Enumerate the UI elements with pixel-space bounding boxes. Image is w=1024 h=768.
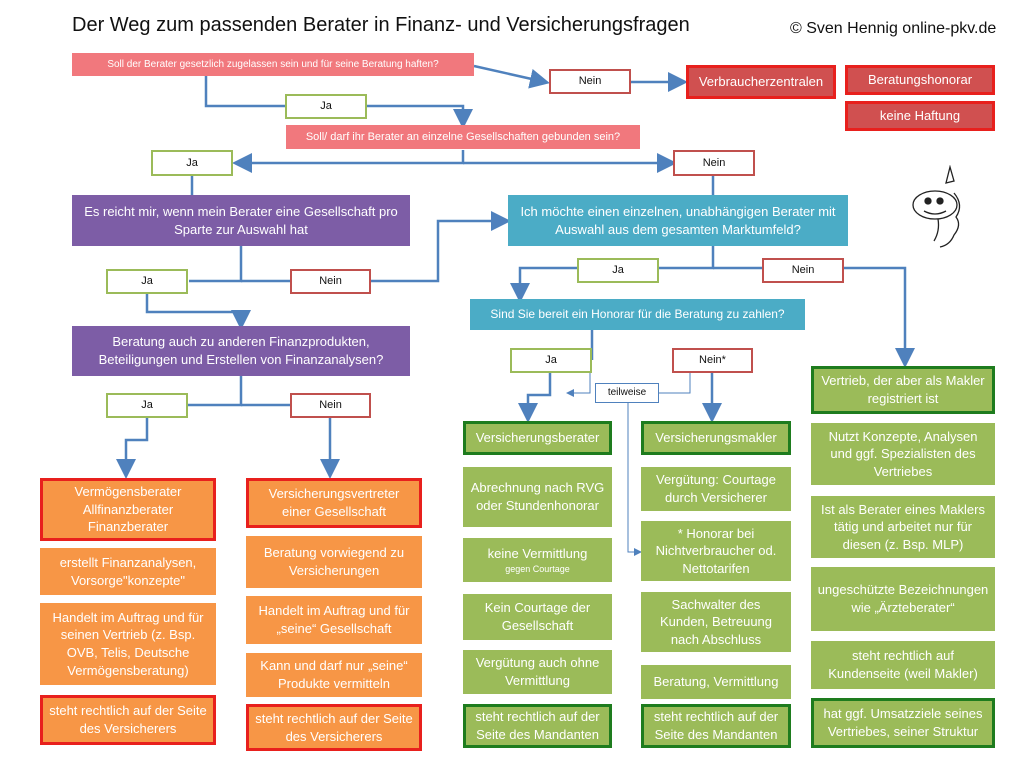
arrow-ja-col1 <box>116 418 149 479</box>
arrow-nein-q4-side <box>371 211 511 283</box>
arrow-teilweise-down <box>627 400 642 556</box>
label-ja-q6: Ja <box>510 348 592 373</box>
page-title: Der Weg zum passenden Berater in Finanz-… <box>72 14 690 36</box>
col3-item-subtext: gegen Courtage <box>505 563 570 574</box>
col1-item: erstellt Finanzanalysen, Vorsorge"konzep… <box>40 548 216 595</box>
col1-header: Vermögensberater Allfinanzberater Finanz… <box>40 478 216 541</box>
col2-item: Beratung vorwiegend zu Versicherungen <box>246 536 422 588</box>
question-gebunden: Soll/ darf ihr Berater an einzelne Gesel… <box>286 125 640 149</box>
question-unabhaengig: Ich möchte einen einzelnen, unabhängigen… <box>508 195 848 246</box>
arrow-q1-ja <box>204 76 285 108</box>
col3-item: Abrechnung nach RVG oder Stundenhonorar <box>463 467 612 527</box>
arrow-q5-down <box>188 376 243 407</box>
arrow-ja-q2 <box>366 104 473 129</box>
col4-item: Vergütung: Courtage durch Versicherer <box>641 467 791 511</box>
label-nein-q2: Nein <box>673 150 755 176</box>
col3-item: Kein Courtage der Gesellschaft <box>463 594 612 640</box>
label-nein-q5: Nein <box>290 393 371 418</box>
arrow-teilweise-left <box>566 372 591 397</box>
col3-item-text: keine Vermittlung <box>487 546 588 562</box>
question-eine-gesellschaft: Es reicht mir, wenn mein Berater eine Ge… <box>72 195 410 246</box>
box-keine-haftung: keine Haftung <box>845 101 995 131</box>
col1-item: steht rechtlich auf der Seite des Versic… <box>40 695 216 745</box>
label-ja-q2: Ja <box>151 150 233 176</box>
arrow-q3-down <box>189 246 243 283</box>
label-nein-q1: Nein <box>549 69 631 94</box>
arrow-q2-ja <box>232 150 465 173</box>
arrow-ja-col3 <box>518 372 552 423</box>
copyright: © Sven Hennig online-pkv.de <box>790 20 997 37</box>
col4-item: Beratung, Vermittlung <box>641 665 791 699</box>
col5-item: steht rechtlich auf Kundenseite (weil Ma… <box>811 641 995 689</box>
col3-item: Vergütung auch ohne Vermittlung <box>463 650 612 694</box>
question-honorar: Sind Sie bereit ein Honorar für die Bera… <box>470 299 805 330</box>
question-finanzprodukte: Beratung auch zu anderen Finanzprodukten… <box>72 326 410 376</box>
arrow-q1-nein <box>473 64 550 89</box>
label-nein-star-q6: Nein* <box>672 348 753 373</box>
arrow-teilweise-right <box>650 372 691 397</box>
col5-item: Nutzt Konzepte, Analysen und ggf. Spezia… <box>811 423 995 485</box>
label-ja-q4: Ja <box>577 258 659 283</box>
label-nein-q3: Nein <box>290 269 371 294</box>
label-ja-q5: Ja <box>106 393 188 418</box>
col4-item: * Honorar bei Nichtverbraucher od. Netto… <box>641 521 791 581</box>
label-ja-q3: Ja <box>106 269 188 294</box>
label-nein-q4: Nein <box>762 258 844 283</box>
col2-header: Versicherungsvertreter einer Gesellschaf… <box>246 478 422 528</box>
label-teilweise: teilweise <box>595 383 659 403</box>
col2-item: steht rechtlich auf der Seite des Versic… <box>246 704 422 751</box>
box-verbraucherzentralen: Verbraucherzentralen <box>686 65 836 99</box>
box-beratungshonorar: Beratungshonorar <box>845 65 995 95</box>
col4-item: Sachwalter des Kunden, Betreuung nach Ab… <box>641 592 791 652</box>
col5-item: ungeschützte Bezeichnungen wie „Ärzteber… <box>811 567 995 631</box>
unicorn-mascot-icon <box>912 165 961 248</box>
col5-item: Ist als Berater eines Maklers tätig und … <box>811 496 995 558</box>
arrow-ja-q5 <box>145 294 251 330</box>
col4-item: steht rechtlich auf der Seite des Mandan… <box>641 704 791 748</box>
col2-item: Kann und darf nur „seine“ Produkte vermi… <box>246 653 422 697</box>
question-zulassung: Soll der Berater gesetzlich zugelassen s… <box>72 53 474 76</box>
col1-item: Handelt im Auftrag und für seinen Vertri… <box>40 603 216 685</box>
col4-header: Versicherungsmakler <box>641 421 791 455</box>
col5-header: Vertrieb, der aber als Makler registrier… <box>811 366 995 414</box>
col5-item: hat ggf. Umsatzziele seines Vertriebes, … <box>811 698 995 748</box>
col3-item-vermittlung: keine Vermittlung gegen Courtage <box>463 538 612 582</box>
col2-item: Handelt im Auftrag und für „seine“ Gesel… <box>246 596 422 644</box>
label-ja-q1: Ja <box>285 94 367 119</box>
col3-item: steht rechtlich auf der Seite des Mandan… <box>463 704 612 748</box>
col3-header: Versicherungsberater <box>463 421 612 455</box>
